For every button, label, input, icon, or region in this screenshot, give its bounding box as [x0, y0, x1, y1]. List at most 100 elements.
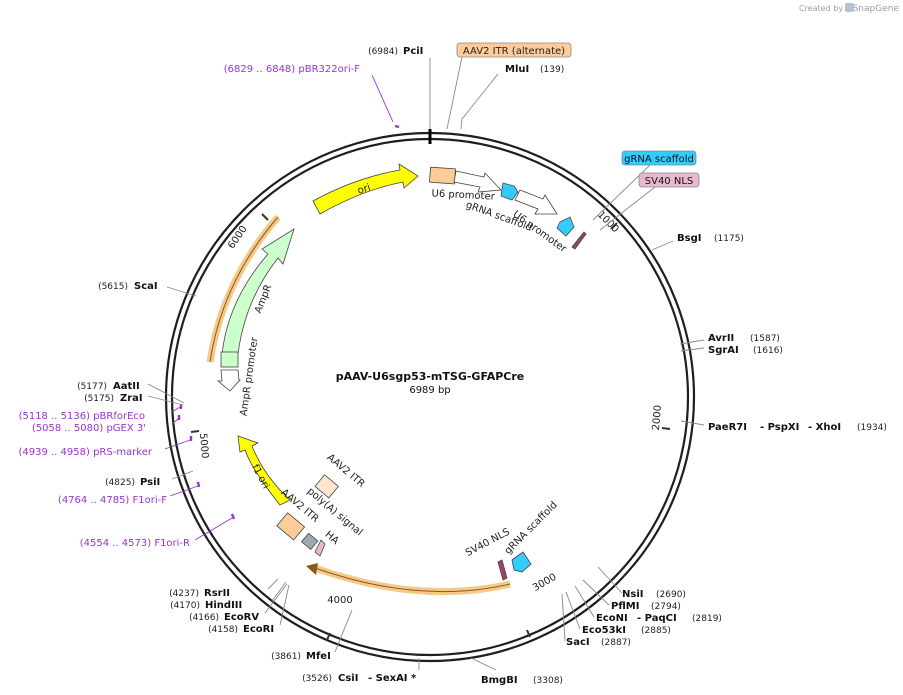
leader-itr-alt [446, 56, 463, 130]
primer-leader-lines [164, 74, 394, 541]
xhoi-label[interactable]: - XhoI [808, 422, 841, 433]
econi-position: (2819) [692, 614, 722, 624]
eco53ki-position: (2885) [641, 626, 671, 636]
grna-scaffold-2-feature[interactable] [556, 216, 575, 237]
leader-f1ori-f [169, 485, 199, 497]
avrii-label[interactable]: AvrII [708, 333, 734, 344]
leader-f1ori-r [194, 517, 233, 541]
orf-highlight-lower-edge [314, 567, 511, 593]
ha-feature[interactable] [314, 539, 326, 557]
leader-econi [574, 585, 595, 618]
eco53ki-label[interactable]: Eco53kI [582, 625, 626, 636]
pgex3-label[interactable]: (5058 .. 5080) pGEX 3' [32, 423, 146, 434]
leader-ecori [279, 584, 290, 626]
tick-3000 [526, 629, 531, 638]
psii-label[interactable]: PsiI [140, 477, 160, 488]
snapgene-logo-icon [845, 3, 854, 12]
u6-promoter-1-feature[interactable] [453, 170, 502, 193]
leader-ecorv [264, 583, 288, 614]
tick-marks [190, 213, 671, 641]
leader-aatii [147, 383, 185, 404]
plasmid-length: 6989 bp [409, 385, 450, 396]
tick-2000 [661, 427, 671, 430]
zrai-position: (5175) [84, 394, 114, 404]
grna-scaffold-lower-feature[interactable] [511, 551, 532, 573]
leader-nsii [597, 566, 623, 594]
f1ori-r-label[interactable]: (4554 .. 4573) F1ori-R [80, 538, 190, 549]
tick-6000 [261, 213, 269, 221]
mlui-label[interactable]: MluI [505, 64, 529, 75]
rsrii-label[interactable]: RsrII [204, 588, 230, 599]
u6-promoter-2-feature[interactable] [514, 189, 558, 215]
scai-label[interactable]: ScaI [134, 281, 158, 292]
pspxi-label[interactable]: - PspXI [760, 422, 799, 433]
prs-marker-label[interactable]: (4939 .. 4958) pRS-marker [18, 447, 152, 458]
grna-scaffold-lower-label: gRNA scaffold [503, 500, 560, 557]
ha-label: HA [323, 529, 341, 547]
f1ori-f-label[interactable]: (4764 .. 4785) F1ori-F [58, 495, 167, 506]
f1-ori-feature[interactable] [237, 435, 291, 506]
polya-signal-feature[interactable] [300, 532, 319, 551]
orf-arrowhead [306, 563, 318, 575]
tick-4000 [326, 632, 331, 641]
bsgi-label[interactable]: BsgI [677, 233, 701, 244]
leader-avrii [679, 339, 705, 345]
aatii-label[interactable]: AatII [113, 381, 140, 392]
aatii-position: (5177) [77, 382, 107, 392]
mlui-position: (139) [540, 65, 564, 75]
pbr322ori-f-label[interactable]: (6829 .. 6848) pBR322ori-F [224, 64, 360, 75]
tick-label-6000: 6000 [226, 224, 250, 251]
aav2-itr-alt-feature[interactable] [429, 166, 456, 185]
avrii-position: (1587) [750, 334, 780, 344]
ori-feature[interactable] [312, 163, 419, 215]
pflmi-position: (2794) [651, 602, 681, 612]
paer7i-label[interactable]: PaeR7I [708, 422, 747, 433]
leader-pbr322ori-f [371, 74, 394, 123]
leader-sv40-nls-box [599, 186, 656, 231]
ampr-promoter-feature[interactable] [216, 369, 241, 392]
leader-rsrii [267, 578, 279, 590]
sv40-nls-label-box [638, 172, 700, 188]
leader-sgrai [680, 347, 705, 352]
hindiii-position: (4170) [170, 601, 200, 611]
ecori-label[interactable]: EcoRI [243, 624, 274, 635]
primer-pbr322ori-f-mark [394, 124, 400, 129]
mfei-label[interactable]: MfeI [306, 651, 331, 662]
aav2-itr-inner-feature[interactable] [314, 474, 339, 499]
leader-saci [561, 593, 566, 642]
ampr-feature[interactable] [221, 228, 295, 355]
pflmi-label[interactable]: PflMI [611, 601, 639, 612]
aav2-itr-left-feature[interactable] [276, 512, 306, 541]
paqci-label[interactable]: - PaqCI [637, 613, 677, 624]
leader-bsgi [651, 240, 674, 251]
ampr-tail-box [220, 351, 239, 368]
zrai-label[interactable]: ZraI [120, 393, 143, 404]
econi-label[interactable]: EcoNI [596, 613, 628, 624]
ampr-highlight-edge [209, 216, 279, 363]
tick-5000 [190, 430, 200, 433]
leader-pbrforeco [171, 406, 181, 413]
csii-label[interactable]: CsiI [338, 673, 358, 684]
saci-label[interactable]: SacI [566, 637, 590, 648]
leader-mfei [334, 609, 353, 653]
sgrai-label[interactable]: SgrAI [708, 345, 739, 356]
hindiii-label[interactable]: HindIII [205, 600, 242, 611]
sv40-nls-top-feature[interactable] [571, 231, 587, 250]
tick-1000 [610, 222, 618, 230]
pbrforeco-label[interactable]: (5118 .. 5136) pBRforEco [19, 411, 145, 422]
psii-position: (4825) [105, 478, 135, 488]
sexai-label[interactable]: - SexAI * [368, 673, 417, 684]
leader-pgex3 [171, 418, 179, 425]
tick-label-4000: 4000 [327, 595, 352, 606]
itr-alt-label-box [456, 42, 572, 58]
nsii-label[interactable]: NsiI [622, 589, 643, 600]
leader-xhoi [680, 420, 705, 426]
sv40-nls-lower-feature[interactable] [497, 559, 508, 581]
pcii-label[interactable]: PciI [403, 46, 423, 57]
grna-scaffold-1-feature[interactable] [500, 182, 519, 201]
bmgbi-label[interactable]: BmgBI [481, 675, 518, 686]
ecorv-label[interactable]: EcoRV [224, 612, 259, 623]
u6-promoter-1-label: U6 promoter [431, 188, 496, 202]
primer-f1ori-f-mark [196, 481, 201, 488]
leader-mlui [460, 73, 499, 130]
